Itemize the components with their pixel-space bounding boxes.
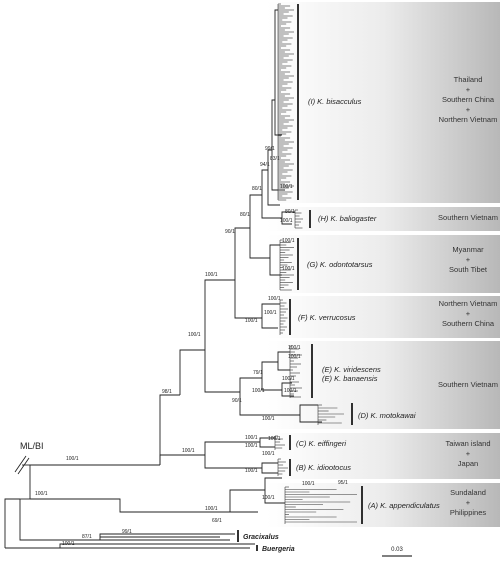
node-support: 100/1: [268, 436, 281, 442]
clade-panel-G: [267, 235, 500, 293]
clade-label-B: (B) K. idiootocus: [296, 463, 351, 472]
clade-panel-H: [267, 207, 500, 231]
node-support: 79/1: [253, 370, 263, 376]
node-support: 100/1: [280, 184, 293, 190]
node-support: 100/1: [245, 435, 258, 441]
node-support: 100/1: [182, 448, 195, 454]
clade-label-H: (H) K. baliogaster: [318, 214, 377, 223]
node-support: 100/1: [252, 388, 265, 394]
node-support: 100/1: [245, 318, 258, 324]
tip-lines: [274, 3, 357, 524]
node-support: 100/1: [35, 491, 48, 497]
clade-label-G: (G) K. odontotarsus: [307, 260, 373, 269]
tree-branches: [4, 9, 322, 549]
clade-label-D: (D) K. motokawai: [358, 411, 416, 420]
branch-break-mark: [14, 455, 30, 475]
node-support: 100/1: [282, 376, 295, 382]
node-support: 99/1: [122, 529, 132, 535]
region-label-H: Southern Vietnam: [438, 213, 498, 222]
region-label-E: Southern Vietnam: [438, 380, 498, 389]
region-label-G: Myanmar+South Tibet: [449, 245, 488, 274]
method-label: ML/BI: [20, 441, 44, 451]
node-support: 83/1: [270, 156, 280, 162]
node-support: 95/1: [338, 480, 348, 486]
node-support: 99/1: [265, 146, 275, 152]
scale-bar-label: 0.03: [391, 547, 403, 553]
node-support: 94/1: [260, 162, 270, 168]
region-labels: Thailand+Southern China+Northern Vietnam…: [438, 75, 498, 517]
node-support: 100/1: [282, 238, 295, 244]
node-support: 100/1: [205, 506, 218, 512]
node-support: 100/1: [284, 388, 297, 394]
clade-label-C: (C) K. eiffingeri: [296, 439, 346, 448]
node-support: 90/1: [225, 229, 235, 235]
node-support: 100/1: [288, 345, 301, 351]
outgroup-label-buergeria: Buergeria: [262, 546, 295, 553]
node-support: 98/1: [162, 389, 172, 395]
node-support: 100/1: [302, 481, 315, 487]
node-support: 100/1: [282, 266, 295, 272]
node-support: 87/1: [82, 534, 92, 540]
clade-label-A: (A) K. appendiculatus: [368, 501, 440, 510]
clade-bars: [237, 4, 363, 551]
clade-panel-BC: [267, 433, 500, 479]
scale-bar: 0.03: [382, 547, 412, 557]
clade-label-E1: (E) K. viridescens: [322, 365, 381, 374]
node-support: 100/1: [268, 296, 281, 302]
clade-label-I: (I) K. bisacculus: [308, 97, 362, 106]
node-support: 100/1: [280, 218, 293, 224]
region-label-I: Thailand+Southern China+Northern Vietnam: [439, 75, 498, 124]
node-support: 80/1: [252, 186, 262, 192]
node-support: 80/1: [240, 212, 250, 218]
node-support: 100/1: [288, 354, 301, 360]
clade-label-E2: (E) K. banaensis: [322, 374, 378, 383]
node-support: 100/1: [262, 451, 275, 457]
region-label-A: Sundaland+Philippines: [450, 488, 487, 517]
node-support: 90/1: [232, 398, 242, 404]
clade-background-panels: [267, 2, 500, 527]
node-support: 100/1: [262, 416, 275, 422]
node-support: 100/1: [245, 468, 258, 474]
clade-labels: (I) K. bisacculus (H) K. baliogaster (G)…: [243, 97, 440, 553]
clade-panel-F: [267, 296, 500, 338]
node-support: 80/1: [285, 209, 295, 215]
clade-panel-I: [267, 2, 500, 203]
node-support: 100/1: [264, 310, 277, 316]
node-support: 100/1: [205, 272, 218, 278]
node-support-values: 94/1 80/1 80/1 99/1 83/1 80/1 100/1 100/…: [35, 146, 348, 547]
node-support: 100/1: [245, 443, 258, 449]
region-label-C: Taiwan island+Japan: [445, 439, 490, 468]
node-support: 100/1: [62, 541, 75, 547]
outgroup-label-gracixalus: Gracixalus: [243, 534, 279, 541]
clade-panel-DE: [267, 341, 500, 429]
node-support: 69/1: [212, 518, 222, 524]
node-support: 100/1: [66, 456, 79, 462]
region-label-F: Northern Vietnam+Southern China: [439, 299, 498, 328]
node-support: 100/1: [188, 332, 201, 338]
clade-label-F: (F) K. verrucosus: [298, 313, 356, 322]
node-support: 100/1: [262, 495, 275, 501]
